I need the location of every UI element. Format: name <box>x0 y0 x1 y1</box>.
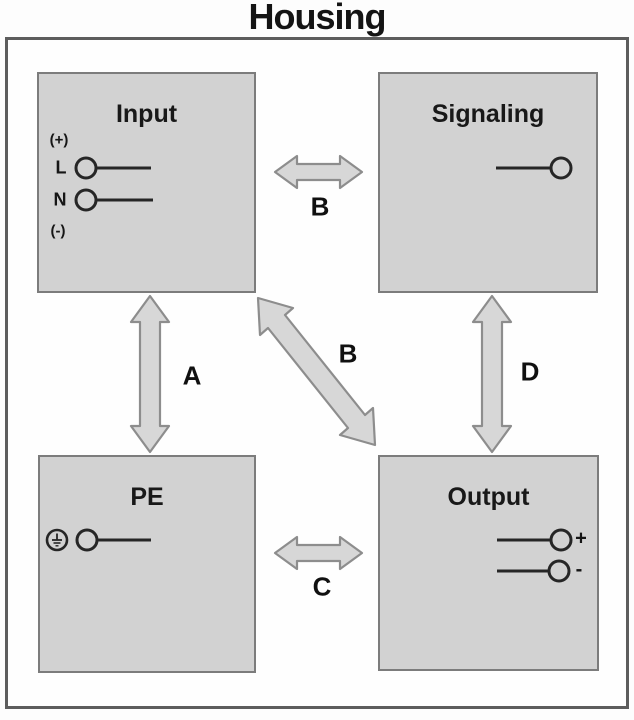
block-signaling-label: Signaling <box>431 100 545 128</box>
arrow-input-signaling-label: B <box>310 191 330 222</box>
output-terminal-plus-label: + <box>575 527 587 550</box>
page-title: Housing <box>248 0 387 37</box>
block-output-label: Output <box>447 483 530 511</box>
block-signaling: Signaling <box>378 72 598 293</box>
block-pe-label: PE <box>130 483 164 511</box>
arrow-pe-output-label: C <box>312 571 332 602</box>
input-terminal-minus-label: (-) <box>50 222 66 240</box>
arrow-signaling-output-label: D <box>520 356 540 387</box>
input-terminal-plus-label: (+) <box>49 131 69 149</box>
block-output: Output <box>378 455 599 671</box>
block-pe: PE <box>38 455 256 673</box>
arrow-input-pe-label: A <box>182 360 202 391</box>
input-terminal-line-label: L <box>55 157 67 178</box>
block-input: Input <box>37 72 256 293</box>
arrow-input-output-label: B <box>338 338 358 369</box>
input-terminal-neutral-label: N <box>53 189 67 210</box>
output-terminal-minus-label: - <box>575 558 583 581</box>
block-input-label: Input <box>115 100 178 128</box>
